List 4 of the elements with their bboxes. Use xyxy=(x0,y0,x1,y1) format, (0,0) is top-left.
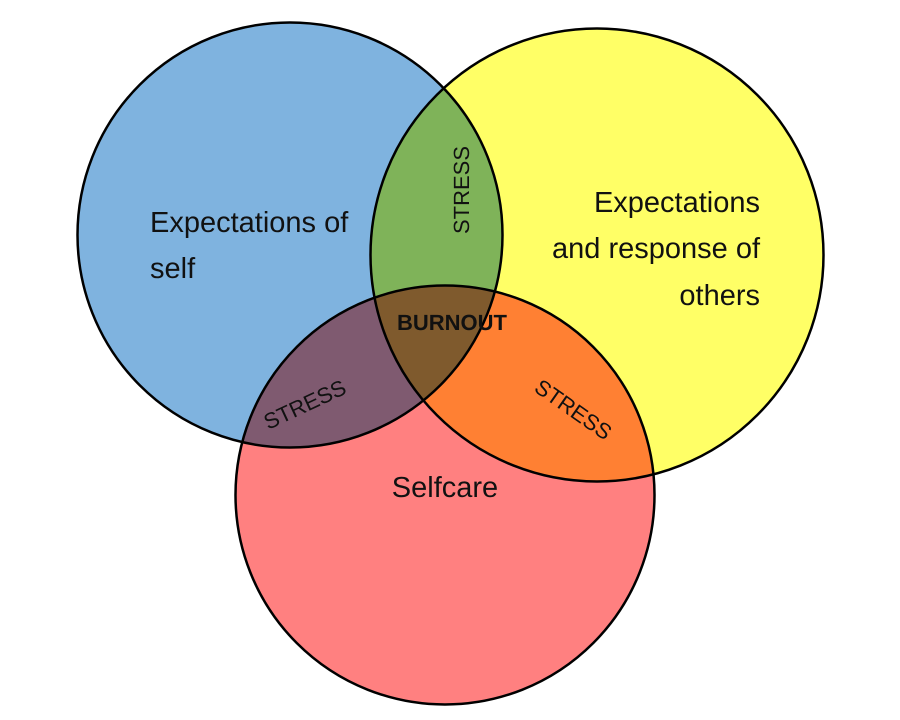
circle-label: Expectations of self xyxy=(150,206,350,288)
overlap-label: STRESS xyxy=(449,146,475,234)
circle-label: Expectations and response of others xyxy=(551,186,760,314)
circle-label: Selfcare xyxy=(390,471,500,506)
